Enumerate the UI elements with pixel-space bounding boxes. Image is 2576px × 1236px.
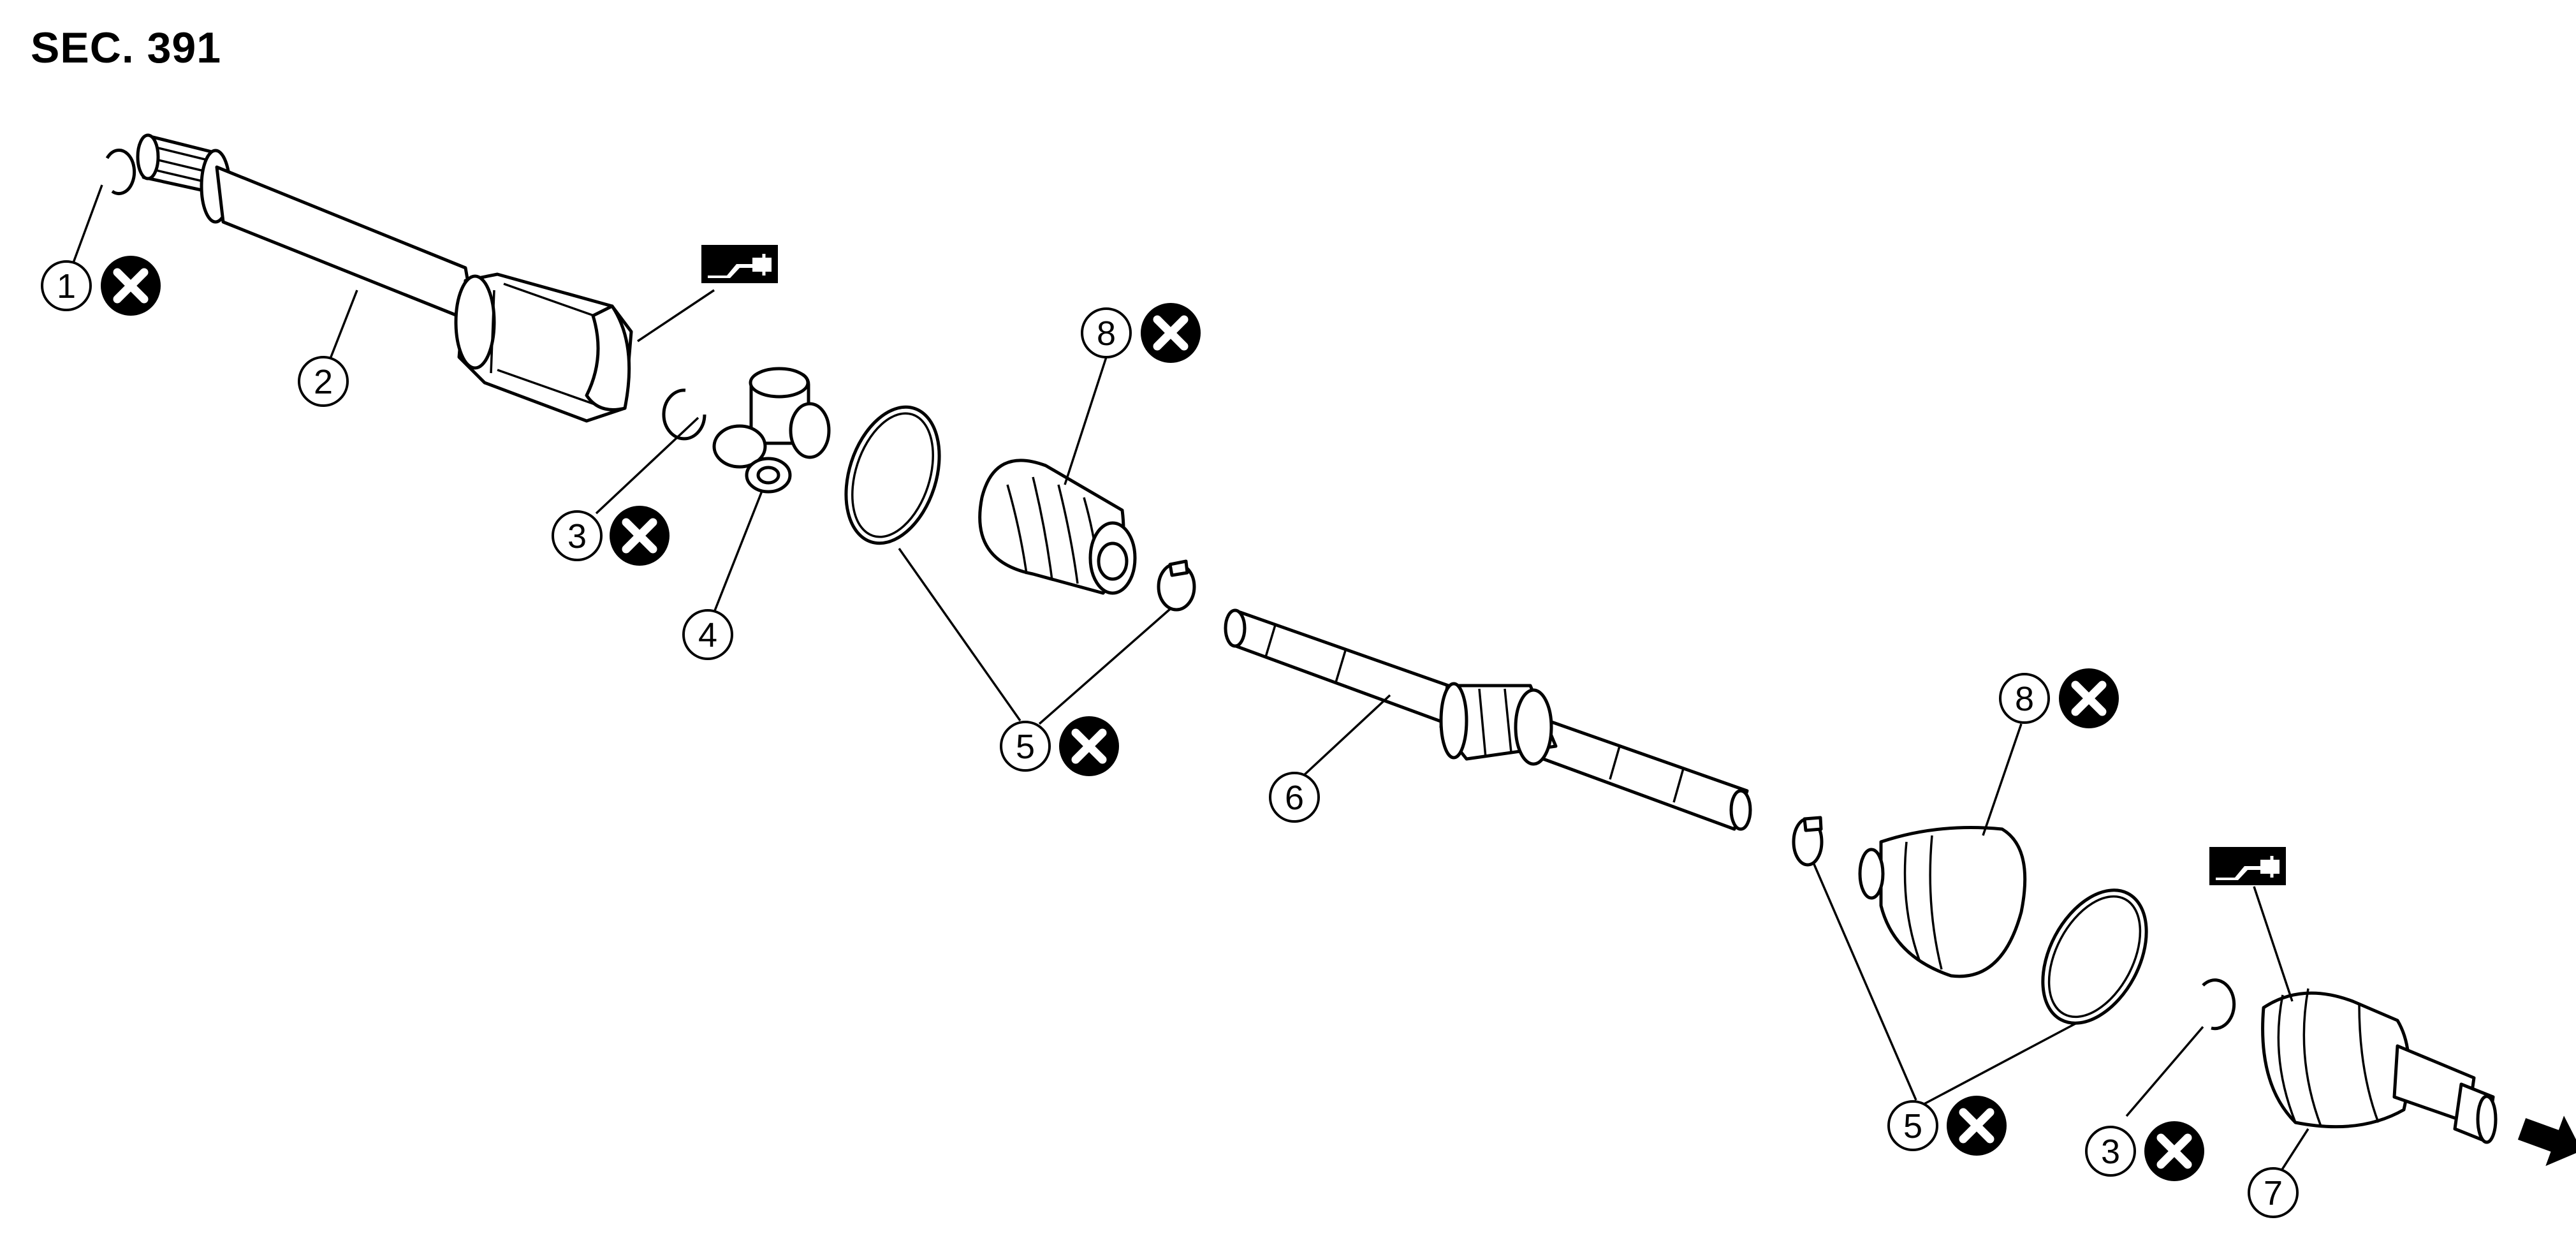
slide-joint-housing-part: [136, 133, 633, 423]
svg-text:2: 2: [314, 363, 333, 401]
do-not-reuse-icon: [1947, 1096, 2007, 1156]
callout-2: 2: [298, 356, 349, 407]
svg-text:1: 1: [57, 267, 76, 305]
svg-text:3: 3: [2101, 1133, 2120, 1171]
callout-5b: 5: [1887, 1100, 1938, 1151]
svg-text:4: 4: [698, 616, 717, 654]
svg-text:6: 6: [1285, 779, 1304, 817]
shaft-part: [1224, 608, 1752, 831]
boot-band-small-5b: [1792, 816, 1824, 867]
do-not-reuse-icon: [101, 256, 161, 316]
snap-ring-3b: [2202, 978, 2236, 1031]
leader-lines: [70, 184, 2309, 1174]
callout-7: 7: [2248, 1167, 2299, 1218]
svg-text:5: 5: [1903, 1107, 1922, 1145]
svg-text:5: 5: [1016, 728, 1035, 766]
do-not-reuse-icon: [2059, 668, 2119, 728]
svg-text:8: 8: [2015, 680, 2034, 718]
boot-band-large-5b: [2041, 888, 2148, 1025]
svg-text:7: 7: [2264, 1174, 2283, 1212]
do-not-reuse-icon: [1141, 303, 1201, 363]
svg-text:3: 3: [567, 517, 587, 555]
joint-sub-assembly-part: [2261, 988, 2498, 1144]
callout-5a: 5: [1000, 721, 1051, 772]
boot-part-8a: [978, 459, 1137, 595]
snap-ring-3a: [662, 388, 706, 441]
boot-band-small-5a: [1157, 559, 1196, 612]
callout-8a: 8: [1081, 307, 1132, 358]
svg-text:8: 8: [1097, 314, 1116, 353]
boot-band-large-5a: [844, 405, 941, 545]
callout-4: 4: [682, 609, 733, 660]
snap-ring-1: [105, 149, 136, 195]
callout-3b: 3: [2085, 1126, 2136, 1177]
callout-3a: 3: [552, 510, 603, 561]
do-not-reuse-icon: [1059, 716, 1119, 776]
callout-1: 1: [41, 260, 92, 311]
callout-8b: 8: [1999, 673, 2050, 724]
do-not-reuse-icon: [610, 506, 670, 566]
boot-part-8b: [1858, 826, 2027, 978]
front-arrow-icon: [2517, 1115, 2576, 1166]
callout-6: 6: [1269, 772, 1320, 823]
grease-symbol-icon: [2209, 847, 2286, 885]
grease-symbol-icon: [701, 245, 778, 283]
section-title: SEC. 391: [31, 24, 222, 72]
spider-assembly-part: [712, 367, 831, 494]
do-not-reuse-icon: [2144, 1121, 2204, 1181]
